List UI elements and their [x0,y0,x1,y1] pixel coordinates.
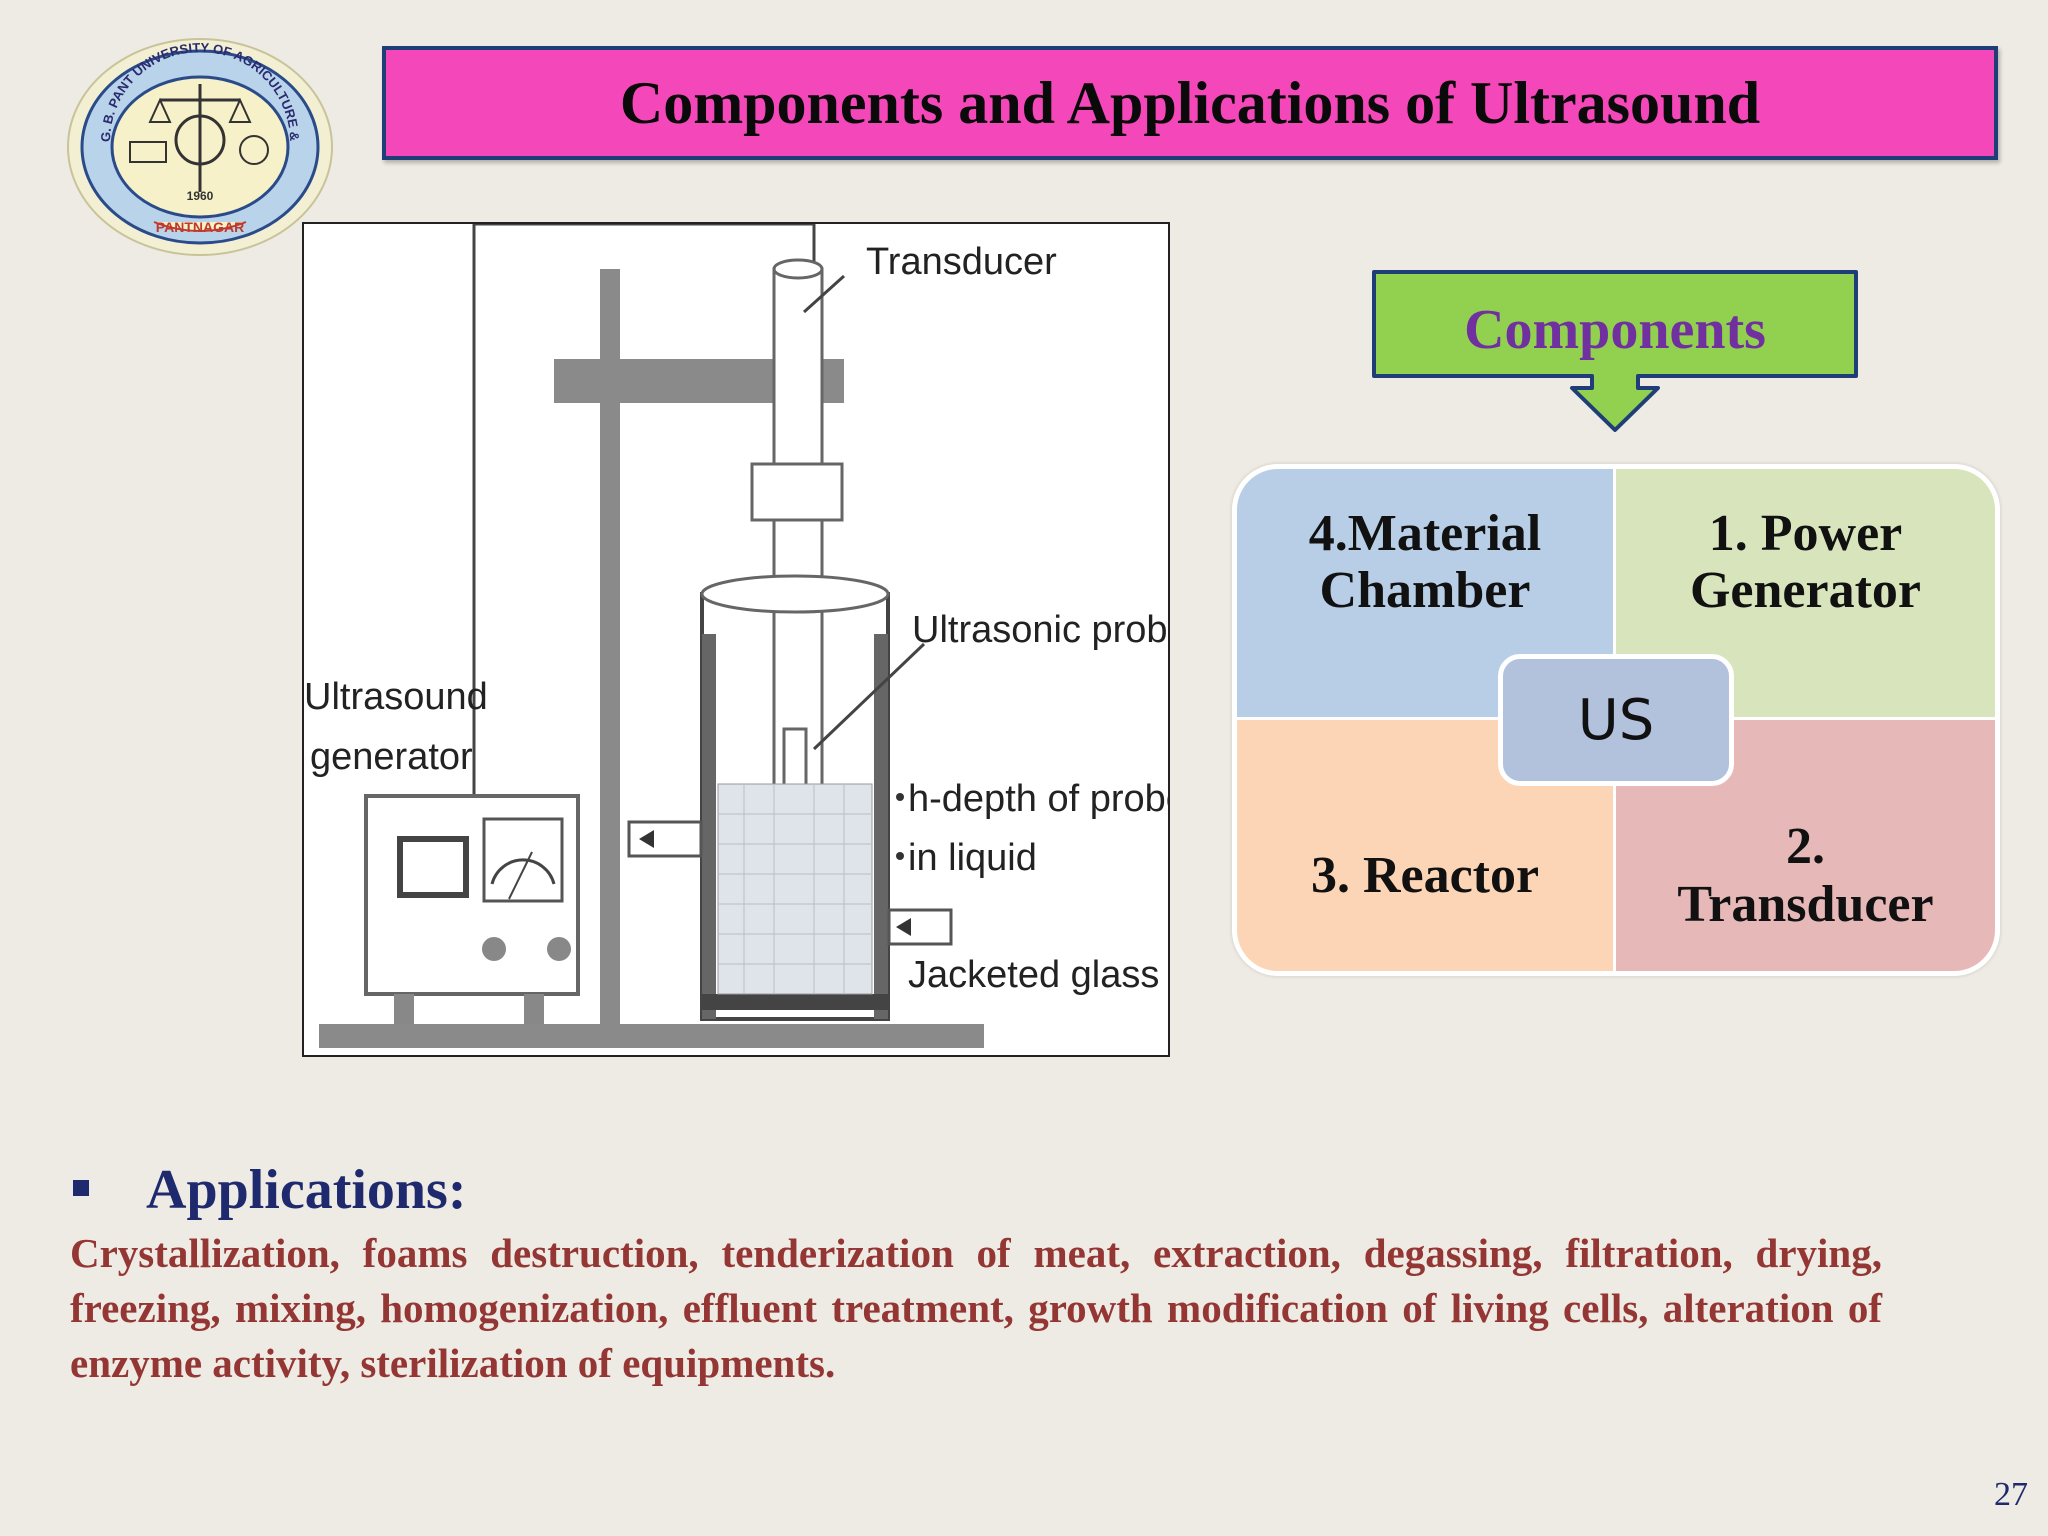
label-depth-line2: in liquid [908,837,1037,879]
label-beaker: Jacketed glass beaker [908,954,1168,996]
generator-cable [472,222,816,839]
quadrant-text: Chamber [1319,562,1531,620]
label-ultrasonic-probe: Ultrasonic probe [912,609,1168,651]
logo-year: 1960 [187,189,214,203]
quadrant-text: 3. Reactor [1310,846,1540,904]
liquid [717,783,873,995]
label-generator-line2: generator [310,736,473,778]
center-us-box: US [1498,654,1734,786]
label-depth-line1: h-depth of probe [908,778,1168,820]
components-callout [1372,270,1858,432]
generator-meter [490,858,556,885]
generator-knob [547,937,571,961]
generator-display [397,836,469,898]
page-number: 27 [1994,1476,2028,1513]
label-generator-line1: Ultrasound [304,676,488,718]
logo-place: PANTNAGAR [156,219,244,235]
components-heading: Components [1464,299,1766,361]
university-logo: G. B. PANT UNIVERSITY OF AGRICULTURE & T… [58,22,333,256]
quadrant-text: 2. [1785,818,1825,876]
label-transducer: Transducer [866,241,1057,283]
quadrant-transducer: 2. Transducer [1616,720,1995,971]
quadrant-power-generator: 1. Power Generator [1616,469,1995,720]
transducer-clamp [750,462,844,522]
quadrant-text: Generator [1689,562,1921,620]
quadrant-text: 1. Power [1708,505,1903,562]
slide-title: Components and Applications of Ultrasoun… [619,69,1761,136]
bullet-square-icon [73,1180,89,1196]
stand-rod [600,269,620,1027]
ultrasound-setup-diagram: Transducer Ultrasonic probe Ultrasound g… [302,222,1286,1057]
base-plate [319,1024,984,1048]
applications-heading: Applications: [146,1159,467,1221]
generator-knob [482,937,506,961]
applications-text: Crystallization, foams destruction, tend… [70,1230,1882,1386]
title-banner: Components and Applications of Ultrasoun… [382,46,1998,160]
quadrant-text: Transducer [1677,875,1934,933]
quadrant-text: 4.Material [1308,505,1542,562]
transducer-body [772,267,824,501]
